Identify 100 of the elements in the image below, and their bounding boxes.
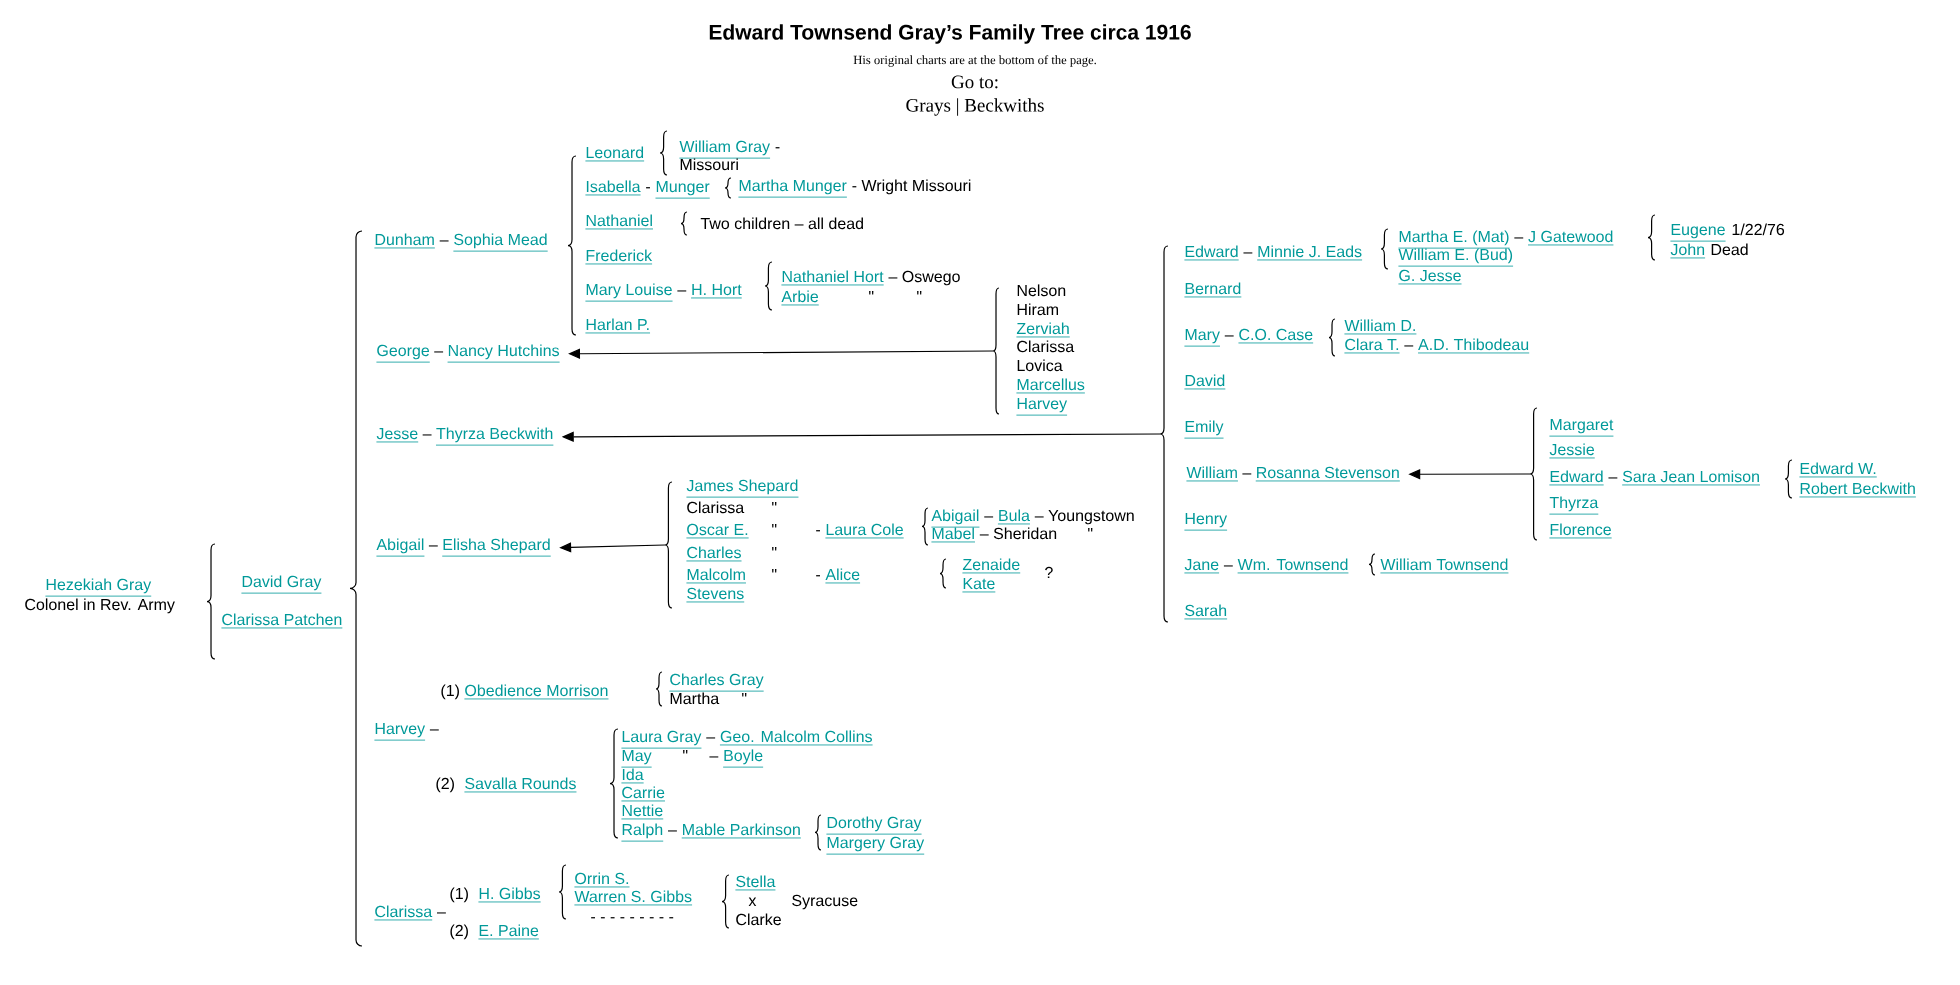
name-link: Harlan P. xyxy=(585,318,651,334)
plain-text: – Sheridan xyxy=(979,527,1057,540)
name-link: William D. xyxy=(1344,319,1417,335)
name-link: Munger xyxy=(655,181,711,199)
name-link: William Gray xyxy=(679,140,771,159)
plain-text: – xyxy=(1608,477,1618,479)
plain-text: Colonel in Rev. Army xyxy=(25,598,175,614)
name-link: Charles Gray xyxy=(669,673,765,692)
plain-text: " xyxy=(772,502,777,506)
brace xyxy=(992,287,1000,415)
plain-text: – xyxy=(709,756,719,758)
name-link: C.O. Case xyxy=(1238,328,1314,344)
name-link: Warren S. Gibbs xyxy=(574,890,693,906)
name-link: J Gatewood xyxy=(1527,230,1614,246)
plain-text: – xyxy=(1223,565,1233,567)
plain-text: Lovica xyxy=(1017,359,1063,372)
name-link: Arbie xyxy=(781,290,820,306)
plain-text: – xyxy=(668,830,677,832)
name-link: John xyxy=(1670,243,1706,259)
plain-text: - xyxy=(816,575,820,577)
name-link: Dorothy Gray xyxy=(826,816,922,835)
navigation-links: Grays | Beckwiths xyxy=(906,98,1044,116)
name-link: Bernard xyxy=(1184,282,1242,298)
plain-text: Nelson xyxy=(1017,284,1066,297)
name-link: Bula xyxy=(997,509,1031,525)
plain-text: Martha xyxy=(670,692,720,705)
name-link: Leonard xyxy=(585,146,645,162)
name-link: Alice xyxy=(825,568,861,584)
plain-text: Clarke xyxy=(736,913,781,926)
plain-text: Hiram xyxy=(1017,303,1058,316)
plain-text: - Wright Missouri xyxy=(852,179,971,195)
name-link: Nathaniel Hort xyxy=(781,270,885,286)
name-link: Marcellus xyxy=(1016,378,1086,394)
name-link: David xyxy=(1184,374,1226,390)
plain-text: Missouri xyxy=(680,158,738,171)
name-link: Robert Beckwith xyxy=(1799,482,1917,498)
name-link: Oscar E. xyxy=(686,523,750,539)
name-link: Clarissa xyxy=(374,905,433,921)
heading-text: Go to: xyxy=(951,75,998,89)
name-link: Obedience Morrison xyxy=(464,684,609,700)
couple-names: Abigail – Elisha Shepard xyxy=(376,538,552,557)
name-link: David Gray xyxy=(241,575,322,594)
plain-text: – xyxy=(1514,237,1524,239)
plain-text: – xyxy=(437,912,446,914)
plain-text: " xyxy=(742,693,747,697)
name-link: Henry xyxy=(1184,513,1228,531)
plain-text: – xyxy=(706,737,716,739)
name-link: E. Paine xyxy=(478,924,540,940)
name-link: Thyrza xyxy=(1549,496,1599,515)
plain-text: Dead xyxy=(1711,243,1748,256)
plain-text: - - - - - - - - - xyxy=(591,917,674,919)
plain-text: - xyxy=(775,147,780,149)
plain-text: Two children – all dead xyxy=(700,217,863,230)
name-link: Edward xyxy=(1184,245,1240,261)
name-link: Florence xyxy=(1549,523,1613,539)
plain-text: " xyxy=(772,524,777,528)
couple-names: George – Nancy Hutchins xyxy=(376,344,560,363)
name-link: Margaret xyxy=(1549,419,1614,437)
name-link: Sara Jean Lomison xyxy=(1621,470,1761,486)
name-link: Edward W. xyxy=(1799,462,1878,478)
plain-text: - xyxy=(646,187,650,189)
name-link: Zerviah xyxy=(1016,322,1071,338)
name-link: Mary Louise xyxy=(585,283,673,302)
plain-text: – xyxy=(439,240,449,242)
name-link: Eugene xyxy=(1670,224,1726,242)
name-link: Mary xyxy=(1184,329,1221,347)
name-link: G. Jesse xyxy=(1398,269,1462,285)
name-link: Sarah xyxy=(1184,604,1228,620)
plain-text: (1) xyxy=(441,684,459,700)
name-link: Minnie J. Eads xyxy=(1256,245,1363,261)
name-link: Isabella xyxy=(585,180,641,196)
plain-text: – xyxy=(429,729,439,731)
plain-text: " xyxy=(917,291,922,295)
subtitle-text: His original charts are at the bottom of the page. xyxy=(853,55,1096,67)
name-link: Wm. Townsend xyxy=(1237,558,1349,574)
plain-text: " xyxy=(1088,528,1093,532)
name-link: Dunham xyxy=(374,233,436,249)
name-link: Emily xyxy=(1184,420,1224,439)
name-link: James Shepard xyxy=(686,479,799,498)
plain-text: x xyxy=(748,897,757,906)
title: Edward Townsend Gray’s Family Tree circa 1916 xyxy=(709,24,1191,44)
couple-names: William – Rosanna Stevenson xyxy=(1186,466,1401,482)
name-link: Savalla Rounds xyxy=(464,777,577,793)
name-link: Jane xyxy=(1184,559,1220,574)
name-link: May xyxy=(621,750,653,768)
plain-text: ? xyxy=(1045,566,1053,578)
name-link: Clara T. xyxy=(1344,338,1400,354)
name-link: Nettie xyxy=(621,804,664,820)
plain-text: (2) xyxy=(450,924,468,940)
name-link: Carrie xyxy=(621,786,666,802)
plain-text: " xyxy=(869,291,874,295)
plain-text: 1/22/76 xyxy=(1732,223,1785,236)
plain-text: Clarissa xyxy=(1017,340,1075,353)
plain-text: " xyxy=(772,569,777,573)
name-link: Ida xyxy=(621,768,645,784)
plain-text: (2) xyxy=(436,777,454,793)
plain-text: (1) xyxy=(450,887,468,903)
name-link: Hezekiah Gray xyxy=(45,578,152,597)
name-link: Malcolm xyxy=(686,568,747,584)
name-link: Margery Gray xyxy=(826,836,925,855)
